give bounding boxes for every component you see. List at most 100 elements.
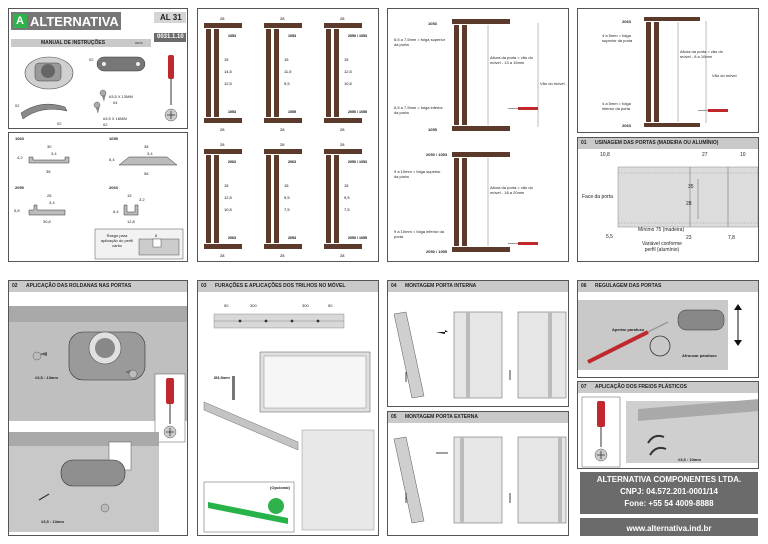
set-3-width-bottom: 28 bbox=[220, 253, 225, 258]
set-0-bottom-rail bbox=[204, 118, 242, 123]
panel-profiles: 1063 1055 2050 2063 30 3,4 4,2 38 38 3,4… bbox=[8, 132, 188, 262]
profile-1-code: 1063 bbox=[15, 136, 24, 141]
set-5-dim-1: 9,5 bbox=[344, 195, 350, 200]
set-2-top-code: 2050 / 1053 bbox=[348, 34, 367, 38]
set-3-width-top: 28 bbox=[220, 142, 225, 147]
dim-35: 35 bbox=[688, 184, 694, 190]
rail-dim-4: 50 bbox=[328, 303, 333, 308]
screw-b-spec: #3,5 X 16MM bbox=[103, 116, 127, 121]
set-2-dim-2: 10,5 bbox=[344, 81, 353, 86]
clearance-c-span: Vão do móvel bbox=[712, 73, 737, 78]
section-07-screw: #3,5 : 10mm bbox=[678, 457, 701, 462]
rail-dim-3: 300 bbox=[302, 303, 309, 308]
optional-label: (Opcional) bbox=[270, 485, 290, 490]
set-2-dim-1: 12,5 bbox=[344, 69, 353, 74]
set-0-top-rail bbox=[204, 23, 242, 28]
set-2-width-bottom: 28 bbox=[340, 127, 345, 132]
set-2-door-b bbox=[334, 29, 339, 117]
p2-dim-4: 58 bbox=[144, 171, 149, 176]
set-5-bottom-rail bbox=[324, 244, 362, 249]
set-2-bottom-code: 2050 / 1055 bbox=[348, 110, 367, 114]
set-5-width-top: 28 bbox=[340, 142, 345, 147]
plastic-brake-drawing bbox=[581, 396, 758, 468]
code-box: 0031.1.10 bbox=[154, 33, 186, 42]
set-0-top-code: 1053 bbox=[228, 34, 236, 38]
p3-dim-1: 28 bbox=[47, 193, 52, 198]
set-1-top-rail bbox=[264, 23, 302, 28]
set-3-bottom-rail bbox=[204, 244, 242, 249]
set-0-door-b bbox=[214, 29, 219, 117]
clearance-b-bottom-code: 2050 / 1055 bbox=[426, 249, 448, 254]
set-0-width-top: 28 bbox=[220, 16, 225, 21]
min-label: Mínimo 75 (madeira) bbox=[638, 227, 685, 233]
clearance-2063-drawing bbox=[644, 17, 728, 127]
set-3-top-rail bbox=[204, 149, 242, 154]
set-1-width-bottom: 28 bbox=[280, 127, 285, 132]
qty-top: 02 bbox=[89, 57, 94, 62]
screw-a-qty: 04 bbox=[113, 100, 118, 105]
p1-dim-4: 38 bbox=[46, 169, 51, 174]
p4-dim-4: 12,8 bbox=[127, 219, 135, 224]
set-4-dim-1: 9,5 bbox=[284, 195, 290, 200]
set-3-dim-2: 10,5 bbox=[224, 207, 233, 212]
clearance-c-top-gap: 4 a 5mm = folga superior da porta bbox=[602, 33, 633, 43]
set-2-width-top: 28 bbox=[340, 16, 345, 21]
clearance-c-top-code: 2063 bbox=[622, 19, 631, 24]
set-0-door-a bbox=[206, 29, 211, 117]
set-4-door-b bbox=[274, 155, 279, 243]
company-cnpj: CNPJ: 04.572.201-0001/14 bbox=[620, 487, 718, 496]
model-box: AL 31 bbox=[154, 12, 186, 23]
profile-3-code: 2050 bbox=[15, 185, 24, 190]
website-link[interactable]: www.alternativa.ind.br bbox=[626, 524, 712, 533]
profile-note-dim: 6 bbox=[155, 233, 158, 238]
brand-logo-icon: A bbox=[13, 14, 27, 28]
p3-dim-4: 30,6 bbox=[43, 219, 51, 224]
set-4-width-bottom: 28 bbox=[280, 253, 285, 258]
set-1-dim-2: 9,5 bbox=[284, 81, 290, 86]
hardware-sets-drawing: 2828105310531514,512,52828105310551511,5… bbox=[204, 16, 367, 258]
set-0-bottom-code: 1053 bbox=[228, 110, 236, 114]
set-5-door-a bbox=[326, 155, 331, 243]
set-3-dim-1: 12,5 bbox=[224, 195, 233, 200]
set-2-top-rail bbox=[324, 23, 362, 28]
clearance-a-height: Altura da porta = vão do móvel - 13 a 15… bbox=[490, 55, 533, 65]
dim-7-8: 7,8 bbox=[728, 235, 735, 241]
clearance-a-bottom-code: 1055 bbox=[428, 127, 437, 132]
screw-b-qty: 02 bbox=[103, 122, 108, 127]
manual-date: 03/23 bbox=[135, 41, 143, 45]
set-4-top-rail bbox=[264, 149, 302, 154]
clearance-a-top-gap: 6,5 a 7,5mm = folga superior da porta bbox=[394, 37, 446, 47]
qty-bottom: 02 bbox=[57, 121, 62, 126]
brand-name: ALTERNATIVA bbox=[30, 14, 119, 29]
set-0-dim-1: 14,5 bbox=[224, 69, 233, 74]
set-2-dim-0: 15 bbox=[344, 57, 349, 62]
set-4-dim-2: 7,5 bbox=[284, 207, 290, 212]
p1-dim-3: 4,2 bbox=[17, 155, 23, 160]
clearance-a-span: Vão do móvel bbox=[540, 81, 565, 86]
model-label: AL 31 bbox=[160, 13, 182, 22]
adjustment-drawing bbox=[578, 300, 742, 370]
dim-10-8: 10,8 bbox=[600, 152, 610, 158]
website-box[interactable]: www.alternativa.ind.br bbox=[580, 518, 758, 536]
p4-dim-2: 3,2 bbox=[139, 197, 145, 202]
clearance-b-top-code: 2050 / 1053 bbox=[426, 152, 448, 157]
set-5-width-bottom: 28 bbox=[340, 253, 345, 258]
set-4-bottom-rail bbox=[264, 244, 302, 249]
p3-dim-3: 5,8 bbox=[14, 208, 20, 213]
company-box: ALTERNATIVA COMPONENTES LTDA. CNPJ: 04.5… bbox=[580, 472, 758, 514]
section-02-screw-2: #3,5 : 13mm bbox=[41, 519, 64, 524]
rail-drilling-drawing bbox=[203, 313, 375, 533]
screw-a-spec: #3,5 X 13MM bbox=[109, 94, 133, 99]
set-1-dim-0: 15 bbox=[284, 57, 289, 62]
manual-title: MANUAL DE INSTRUÇÕES bbox=[41, 40, 106, 46]
clearance-b-height: Altura da porta = vão do móvel - 18 a 20… bbox=[490, 185, 533, 195]
